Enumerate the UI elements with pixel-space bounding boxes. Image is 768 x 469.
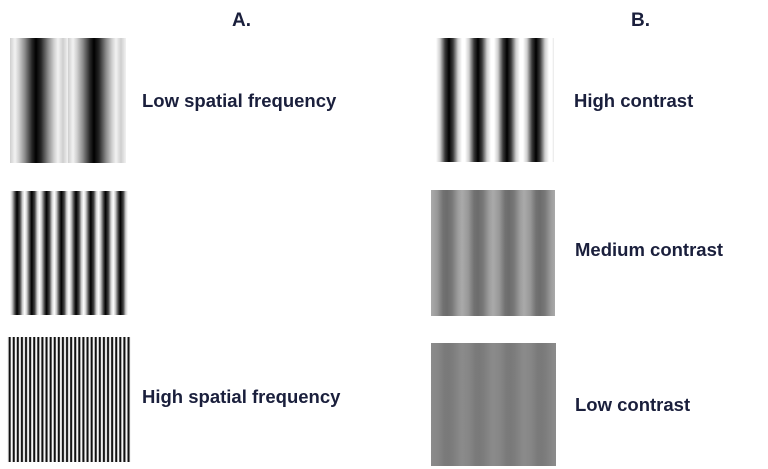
low-spatial-frequency-grating (10, 38, 126, 163)
high-contrast-grating (436, 38, 554, 162)
column-a-heading: A. (232, 10, 251, 31)
high-contrast-label: High contrast (574, 90, 694, 111)
low-spatial-frequency-label: Low spatial frequency (142, 90, 337, 111)
low-contrast-label: Low contrast (575, 394, 691, 415)
column-b-heading: B. (631, 10, 650, 31)
medium-spatial-frequency-grating (10, 191, 128, 315)
high-spatial-frequency-label: High spatial frequency (142, 386, 341, 407)
low-contrast-grating (431, 343, 556, 466)
medium-contrast-grating (431, 190, 555, 316)
medium-contrast-label: Medium contrast (575, 239, 724, 260)
high-spatial-frequency-grating (7, 337, 131, 462)
